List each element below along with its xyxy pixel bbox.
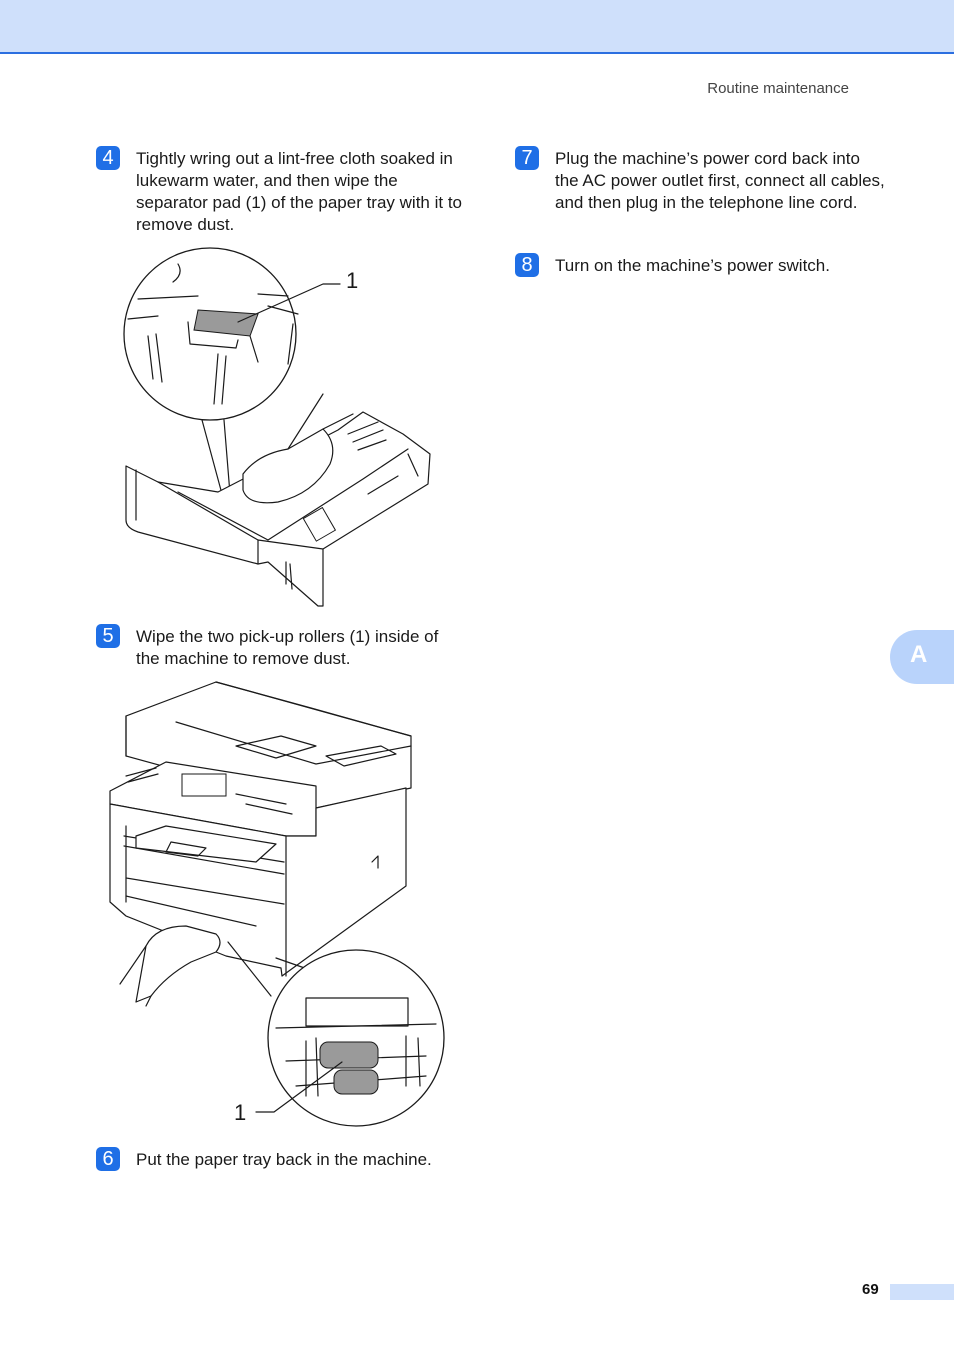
step-5: 5 Wipe the two pick-up rollers (1) insid… — [96, 624, 466, 670]
step-number-badge: 8 — [515, 253, 539, 277]
running-head: Routine maintenance — [707, 80, 849, 97]
step-7: 7 Plug the machine’s power cord back int… — [515, 146, 885, 214]
chapter-tab-letter: A — [910, 641, 928, 668]
step-number-badge: 4 — [96, 146, 120, 170]
step-8: 8 Turn on the machine’s power switch. — [515, 253, 885, 277]
step-number-badge: 6 — [96, 1147, 120, 1171]
step-text: Turn on the machine’s power switch. — [555, 256, 830, 275]
step-number-badge: 5 — [96, 624, 120, 648]
page-number: 69 — [862, 1281, 879, 1298]
separator-pad-illustration: 1 — [123, 247, 431, 607]
callout-label: 1 — [234, 1100, 246, 1125]
page-number-bar — [890, 1284, 954, 1300]
step-text: Plug the machine’s power cord back into … — [555, 149, 885, 212]
step-6: 6 Put the paper tray back in the machine… — [96, 1147, 466, 1171]
header-band — [0, 0, 954, 54]
step-number-badge: 7 — [515, 146, 539, 170]
step-4: 4 Tightly wring out a lint-free cloth so… — [96, 146, 466, 236]
pickup-rollers-illustration: 1 — [109, 681, 445, 1127]
step-text: Wipe the two pick-up rollers (1) inside … — [136, 627, 439, 668]
callout-label: 1 — [346, 268, 358, 293]
step-text: Tightly wring out a lint-free cloth soak… — [136, 149, 463, 234]
step-text: Put the paper tray back in the machine. — [136, 1150, 432, 1169]
chapter-tab: A — [890, 630, 954, 684]
